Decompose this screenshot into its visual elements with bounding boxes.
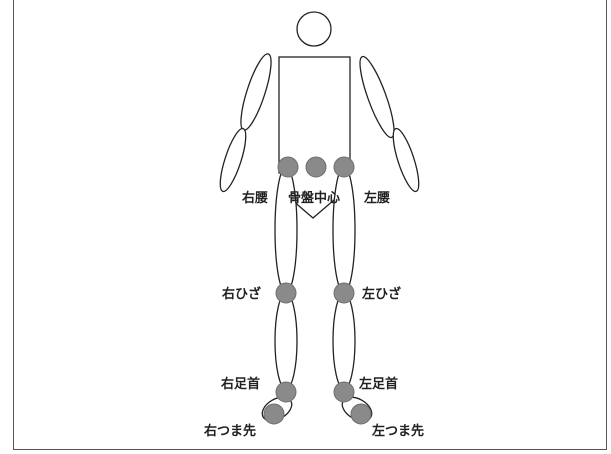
left-toe-label: 左つま先 xyxy=(372,423,424,439)
left-shin-outline xyxy=(333,293,355,389)
right-thigh-outline xyxy=(275,167,297,293)
left-forearm-outline xyxy=(388,126,424,194)
left-knee-joint xyxy=(334,283,354,303)
left-ankle-label: 左足首 xyxy=(359,376,398,392)
right-shin-outline xyxy=(275,293,297,389)
right-knee-joint xyxy=(276,283,296,303)
left-toe-joint xyxy=(351,404,371,424)
right-knee-label: 右ひざ xyxy=(221,286,261,302)
right-ankle-label: 右足首 xyxy=(220,376,260,392)
left-knee-label: 左ひざ xyxy=(362,286,401,302)
right-upper-arm-outline xyxy=(235,51,277,133)
left-waist-joint xyxy=(334,157,354,177)
right-forearm-outline xyxy=(215,126,251,194)
pelvis-center-label: 骨盤中心 xyxy=(288,190,340,206)
right-ankle-joint xyxy=(276,382,296,402)
right-waist-joint xyxy=(278,157,298,177)
left-waist-label: 左腰 xyxy=(364,190,390,206)
head-outline xyxy=(297,12,331,46)
left-thigh-outline xyxy=(333,167,355,293)
left-ankle-joint xyxy=(334,382,354,402)
right-toe-label: 右つま先 xyxy=(203,423,256,439)
pelvis-center-joint xyxy=(306,157,326,177)
right-toe-joint xyxy=(264,404,284,424)
torso-outline xyxy=(279,57,350,173)
left-upper-arm-outline xyxy=(354,54,400,141)
right-waist-label: 右腰 xyxy=(241,190,268,206)
